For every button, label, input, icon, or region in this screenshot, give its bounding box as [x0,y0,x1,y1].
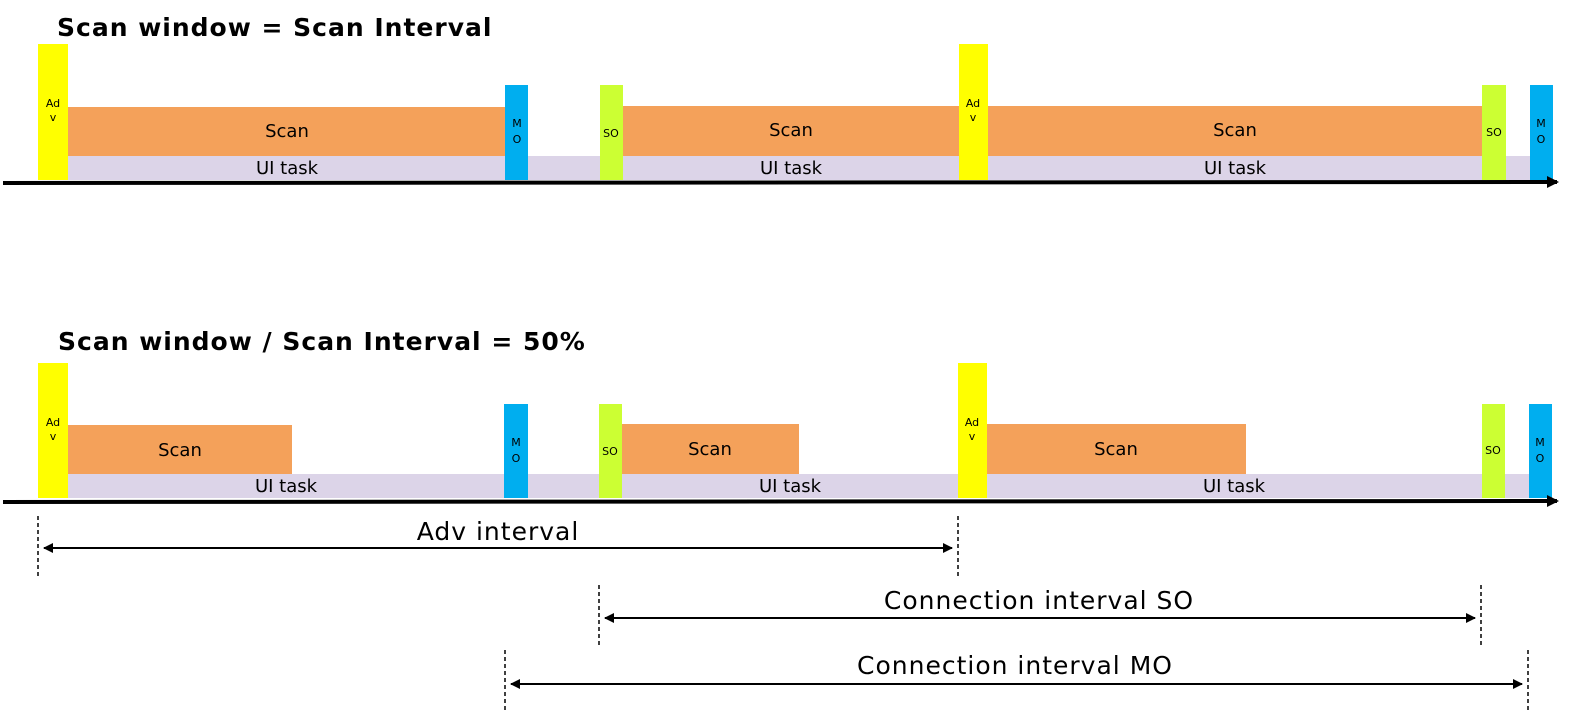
adv-label: v [970,111,977,124]
scan-label: Scan [158,440,202,461]
ui-task-label: UI task [1203,476,1266,497]
mo-block [504,404,528,498]
mo-label: O [1537,133,1546,146]
ui-task-block [68,474,505,498]
ui-task-label: UI task [1204,158,1267,179]
scan-label: Scan [688,439,732,460]
adv-label: v [969,430,976,443]
scan-block [68,425,292,474]
adv-block [38,363,68,498]
scan-label: Scan [769,120,813,141]
adv-label: v [50,111,57,124]
adv-label: Ad [46,416,60,429]
mo-label: O [513,133,522,146]
so-block [600,85,623,180]
scan-block [68,107,505,156]
ui-task-label: UI task [759,476,822,497]
ui-task-label: UI task [255,476,318,497]
adv-block [38,44,68,180]
ui-task-block [1505,474,1529,498]
ui-task-block [987,474,1482,498]
scan-block [988,106,1482,156]
mo-label: O [512,452,521,465]
time-axis [2,495,1559,508]
connection-interval-so-label: Connection interval SO [884,586,1194,615]
adv-block [959,44,988,180]
scan-label: Scan [265,121,309,142]
adv-label: v [50,430,57,443]
ui-task-block [528,474,599,498]
mo-block [1529,404,1552,498]
adv-interval-label: Adv interval [417,517,580,546]
so-block [1482,85,1506,180]
scan-block [987,424,1246,474]
time-axis [2,176,1559,189]
ui-task-block [622,474,958,498]
so-label: SO [603,127,619,140]
mo-label: O [1536,452,1545,465]
panel-full-scan: Scan window = Scan Interval UI task UI t… [2,13,1559,189]
so-label: SO [602,445,618,458]
so-block [599,404,622,498]
interval-annotations: Adv interval Connection interval SO Conn… [37,516,1529,712]
ui-task-block [528,156,600,180]
ui-task-label: UI task [256,158,319,179]
mo-label: M [1535,436,1545,449]
panel-title: Scan window / Scan Interval = 50% [58,327,586,356]
scan-label: Scan [1213,120,1257,141]
connection-interval-mo-label: Connection interval MO [857,651,1173,680]
scan-block [622,424,799,474]
panel-title: Scan window = Scan Interval [57,13,492,42]
scan-label: Scan [1094,439,1138,460]
ui-task-block [68,156,505,180]
ui-task-block [623,156,959,180]
ui-task-label: UI task [760,158,823,179]
adv-label: Ad [46,97,60,110]
panel-half-scan: Scan window / Scan Interval = 50% UI tas… [2,327,1559,508]
so-block [1482,404,1505,498]
scan-block [623,106,959,156]
mo-block [505,85,528,180]
mo-label: M [511,436,521,449]
adv-label: Ad [966,97,980,110]
mo-label: M [512,117,522,130]
mo-block [1530,85,1553,180]
adv-label: Ad [965,416,979,429]
so-label: SO [1486,126,1502,139]
mo-label: M [1536,117,1546,130]
adv-block [958,363,987,498]
so-label: SO [1485,444,1501,457]
ui-task-block [1506,156,1530,180]
ui-task-block [988,156,1482,180]
